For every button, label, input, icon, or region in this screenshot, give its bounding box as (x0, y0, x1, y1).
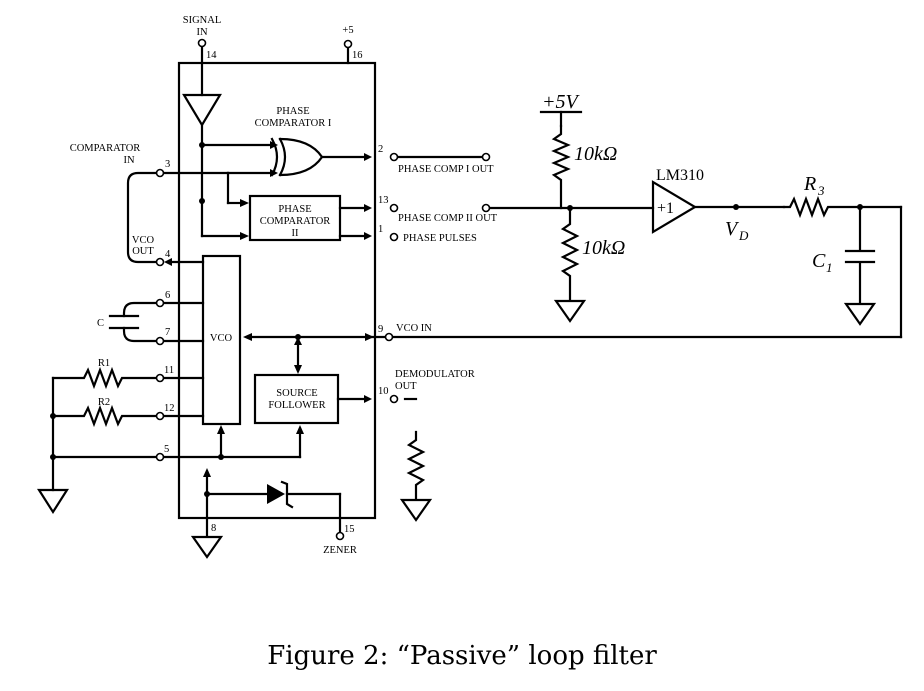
svg-text:R: R (803, 173, 816, 195)
svg-text:1: 1 (378, 224, 383, 235)
svg-text:PHASE PULSES: PHASE PULSES (403, 233, 477, 244)
svg-text:4: 4 (165, 249, 171, 260)
svg-text:VCO: VCO (210, 333, 233, 344)
pin-demodulator-out: DEMODULATOR OUT 10 (378, 369, 475, 522)
svg-text:C: C (97, 318, 104, 329)
svg-text:R2: R2 (98, 397, 110, 408)
svg-text:15: 15 (344, 524, 355, 535)
pin-comparator-in: COMPARATOR IN 3 (70, 143, 278, 207)
svg-text:OUT: OUT (132, 246, 154, 257)
svg-text:IN: IN (123, 155, 134, 166)
ground-symbol-divider (553, 299, 587, 323)
pin-plus5: +5 16 (342, 25, 363, 65)
svg-text:6: 6 (165, 290, 170, 301)
resistor-r1: R1 11 (51, 358, 205, 390)
opamp-lm310: LM310 +1 (651, 167, 786, 234)
svg-text:3: 3 (817, 183, 825, 198)
svg-text:9: 9 (378, 324, 383, 335)
vco-in-bus: 9 VCO IN (243, 323, 903, 374)
pin-phase-comp-2-out: 13 PHASE COMP II OUT (378, 195, 655, 224)
svg-text:OUT: OUT (395, 381, 417, 392)
external-loop-wire (126, 171, 158, 264)
ic-package (177, 61, 377, 520)
svg-text:SIGNAL: SIGNAL (183, 15, 222, 26)
source-follower: SOURCE FOLLOWER (253, 373, 372, 425)
pin-vco-out: VCO OUT 4 (132, 235, 205, 267)
svg-text:ZENER: ZENER (323, 545, 357, 556)
resistor-r3: R 3 (782, 173, 903, 219)
svg-text:10kΩ: 10kΩ (582, 237, 625, 259)
svg-text:D: D (738, 228, 749, 243)
pin-phase-pulses: 1 PHASE PULSES (378, 224, 477, 244)
svg-text:14: 14 (206, 50, 217, 61)
capacitor-c: 6 7 C (97, 290, 205, 346)
figure-caption: Figure 2: “Passive” loop filter (267, 641, 657, 671)
svg-text:LM310: LM310 (656, 167, 704, 184)
svg-text:5: 5 (164, 444, 169, 455)
phase-comparator-2: PHASE COMPARATOR II (248, 194, 372, 242)
svg-text:13: 13 (378, 195, 389, 206)
vd-label: V D (725, 218, 749, 243)
svg-text:10: 10 (378, 386, 389, 397)
pin-phase-comp-1-out: 2 PHASE COMP I OUT (378, 144, 494, 175)
ground-symbol-c1 (843, 302, 877, 326)
input-buffer (182, 93, 222, 128)
capacitor-c1: C 1 (812, 205, 877, 326)
svg-text:8: 8 (211, 523, 216, 534)
svg-text:COMPARATOR: COMPARATOR (260, 216, 331, 227)
resistor-10k-top: 10kΩ (551, 124, 617, 210)
svg-text:+5: +5 (342, 25, 353, 36)
phase-comparator-1: PHASE COMPARATOR I (255, 106, 372, 177)
svg-text:10kΩ: 10kΩ (574, 143, 617, 165)
svg-text:V: V (725, 218, 740, 240)
svg-text:FOLLOWER: FOLLOWER (268, 400, 325, 411)
svg-text:COMPARATOR: COMPARATOR (70, 143, 141, 154)
svg-text:+5V: +5V (542, 91, 580, 113)
svg-text:SOURCE: SOURCE (276, 388, 317, 399)
svg-text:3: 3 (165, 159, 170, 170)
ground-symbol-demod (399, 498, 433, 522)
svg-text:7: 7 (165, 327, 170, 338)
svg-text:PHASE: PHASE (276, 106, 309, 117)
zener-section: 15 ZENER 8 (190, 468, 357, 559)
svg-text:PHASE: PHASE (278, 204, 311, 215)
svg-text:R1: R1 (98, 358, 110, 369)
svg-text:1: 1 (826, 260, 833, 275)
svg-text:COMPARATOR I: COMPARATOR I (255, 118, 332, 129)
svg-text:VCO: VCO (132, 235, 155, 246)
ground-symbol-pin8 (190, 535, 224, 559)
svg-text:11: 11 (164, 365, 174, 376)
vco-block: VCO (201, 254, 242, 426)
svg-text:PHASE COMP II OUT: PHASE COMP II OUT (398, 213, 498, 224)
svg-text:2: 2 (378, 144, 383, 155)
pin-signal-in: SIGNAL IN 14 (183, 15, 222, 97)
resistor-10k-bottom: 10kΩ (553, 206, 625, 323)
pin-5-ground-bus: 5 (36, 376, 304, 515)
svg-text:VCO IN: VCO IN (396, 323, 432, 334)
resistor-r2: R2 12 (51, 397, 205, 428)
svg-text:PHASE COMP I OUT: PHASE COMP I OUT (398, 164, 494, 175)
svg-text:+1: +1 (657, 200, 674, 217)
ground-symbol-left (36, 488, 70, 515)
svg-text:IN: IN (196, 27, 207, 38)
svg-text:II: II (292, 228, 299, 239)
svg-text:16: 16 (352, 50, 363, 61)
svg-text:12: 12 (164, 403, 175, 414)
svg-text:C: C (812, 250, 826, 272)
svg-text:DEMODULATOR: DEMODULATOR (395, 369, 475, 380)
supply-plus5v: +5V (539, 91, 583, 128)
zener-diode-icon (267, 484, 285, 504)
